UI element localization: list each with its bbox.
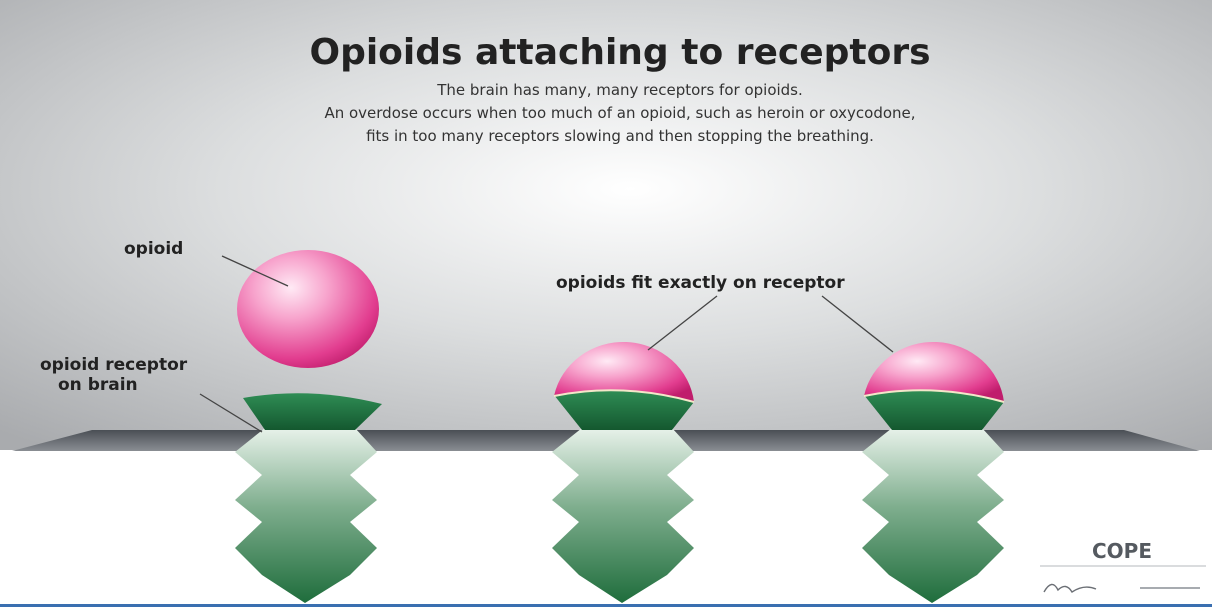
- leader-fit-middle: [647, 295, 718, 351]
- receptor-left: [235, 393, 382, 603]
- label-fit: opioids fit exactly on receptor: [556, 273, 845, 293]
- receptor-stem-left: [235, 428, 377, 603]
- receptor-right: [862, 389, 1004, 603]
- subtitle-line-2: An overdose occurs when too much of an o…: [324, 104, 915, 122]
- receptor-cap-right: [864, 389, 1004, 430]
- logo-text: COPE: [1092, 539, 1152, 563]
- subtitle-line-1: The brain has many, many receptors for o…: [436, 81, 803, 99]
- diagram-title: Opioids attaching to receptors: [309, 32, 930, 73]
- leader-opioid: [221, 255, 289, 287]
- receptor-stem-middle: [552, 428, 694, 603]
- receptor-cap-left: [243, 393, 382, 430]
- bound-seam-right: [863, 389, 1005, 403]
- receptor-stem-right: [862, 428, 1004, 603]
- cope-logo: COPE: [1040, 539, 1206, 593]
- label-opioid: opioid: [124, 239, 183, 259]
- receptor-cap-middle: [554, 389, 694, 430]
- leader-fit-right: [821, 295, 894, 353]
- logo-signature-icon: [1043, 583, 1097, 593]
- label-receptor-line-1: opioid receptor: [40, 355, 188, 375]
- opioid-molecule-bound-middle: [554, 341, 694, 402]
- receptor-middle: [552, 389, 694, 603]
- opioid-molecule-free: [237, 250, 379, 368]
- bottom-border: [0, 604, 1212, 607]
- label-receptor-line-2: on brain: [58, 375, 138, 395]
- subtitle-line-3: fits in too many receptors slowing and t…: [366, 127, 874, 145]
- opioid-molecule-bound-right: [864, 341, 1004, 402]
- leader-receptor: [199, 393, 263, 433]
- bound-seam-middle: [553, 389, 695, 403]
